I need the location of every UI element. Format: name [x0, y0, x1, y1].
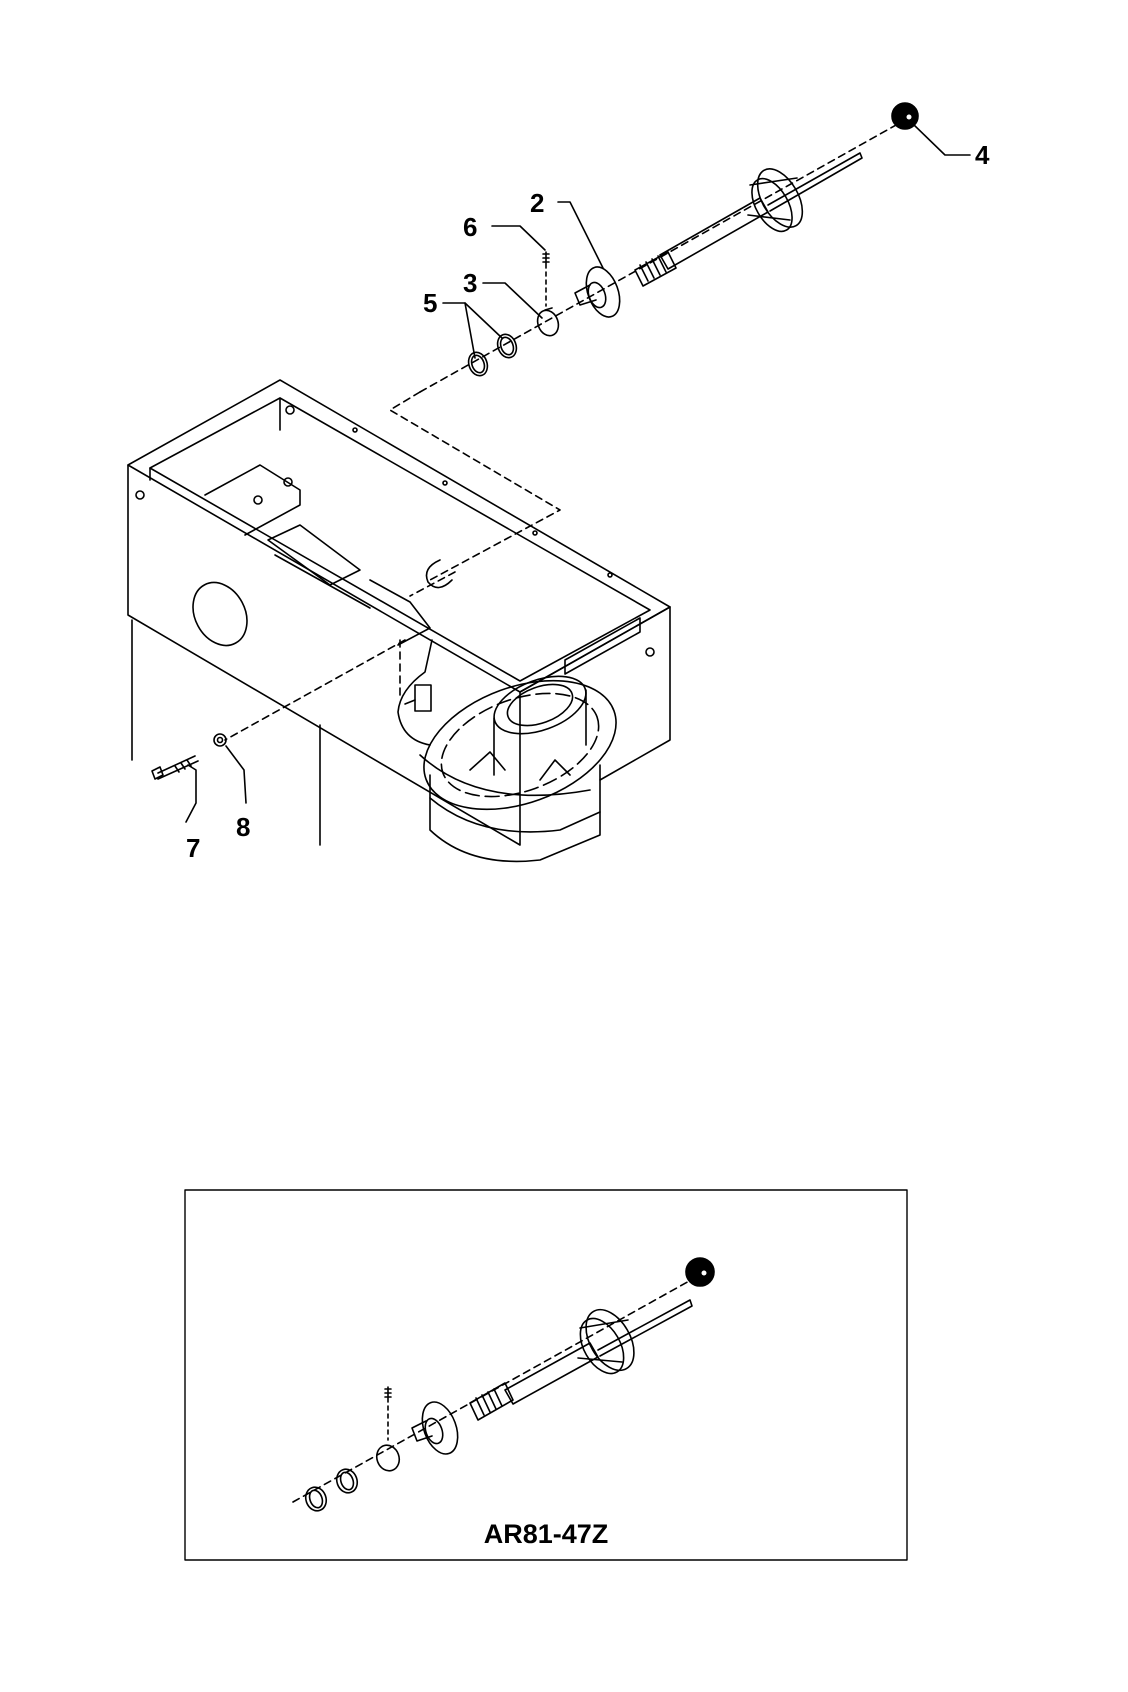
callout-4: 4: [975, 140, 990, 170]
callout-3: 3: [463, 268, 477, 298]
callout-8: 8: [236, 812, 250, 842]
inset-frame: [184, 1189, 908, 1561]
callout-2: 2: [530, 188, 544, 218]
callout-5: 5: [423, 288, 437, 318]
leader-lines: [185, 123, 971, 823]
gear-housing: [127, 379, 671, 863]
shaft-assembly: [151, 102, 919, 780]
callout-7: 7: [186, 833, 200, 863]
inset-caption: AR81-47Z: [484, 1519, 609, 1549]
callout-6: 6: [463, 212, 477, 242]
inset-shaft-assembly: [292, 1257, 715, 1512]
